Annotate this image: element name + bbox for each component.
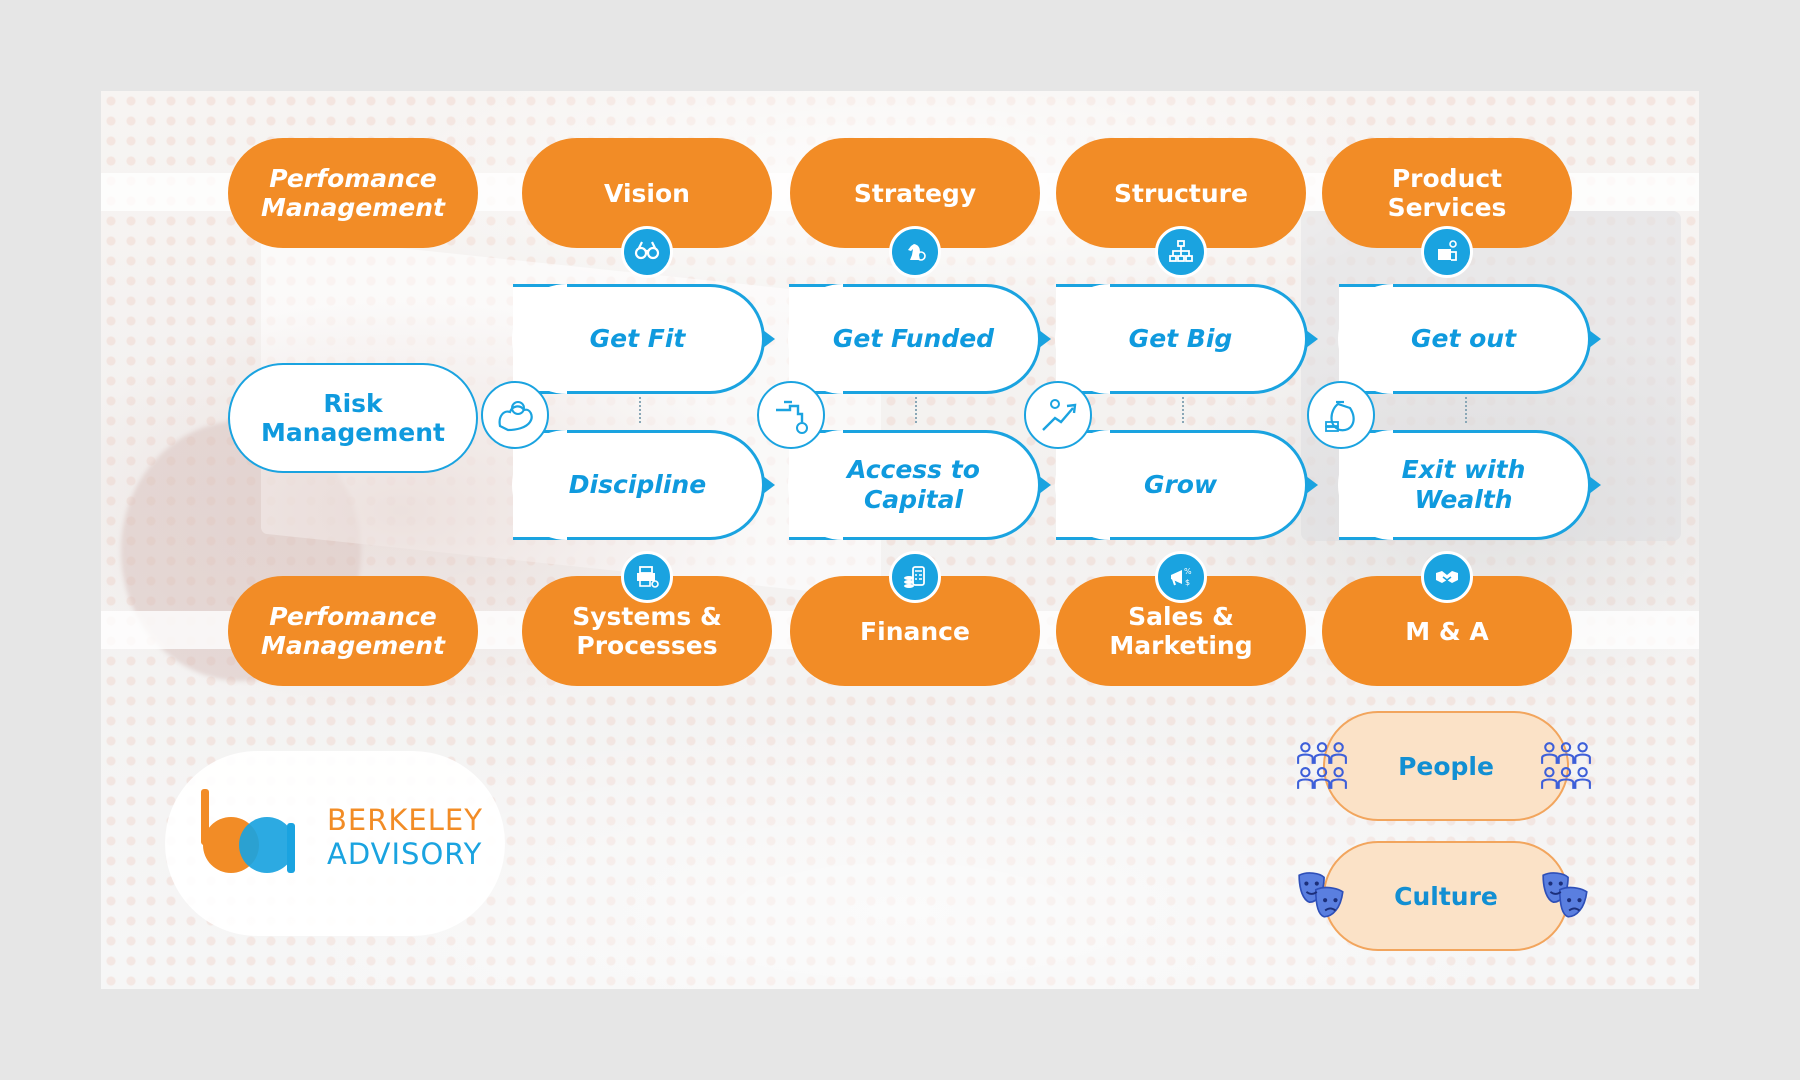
logo-line-1: BERKELEY xyxy=(327,803,483,837)
printer-gear-icon xyxy=(637,566,659,588)
dotted-connector-2 xyxy=(915,397,917,423)
ribbon-top-label: Get Big xyxy=(1128,324,1233,353)
ribbon-top-label: Get Funded xyxy=(832,324,995,353)
ribbon-bottom-label: Discipline xyxy=(568,470,707,499)
dotted-connector-1 xyxy=(639,397,641,423)
arrow-bottom-3 xyxy=(1306,476,1318,494)
svg-text:$: $ xyxy=(1185,578,1190,587)
ribbon-bottom-3[interactable]: Grow xyxy=(1055,430,1308,540)
ribbon-top-label: Get out xyxy=(1410,324,1517,353)
money-tap-icon xyxy=(776,400,808,434)
logo-line-2: ADVISORY xyxy=(327,837,483,871)
ribbon-top-2[interactable]: Get Funded xyxy=(788,284,1041,394)
ribbon-top-label: Get Fit xyxy=(589,324,686,353)
handshake-badge xyxy=(1421,551,1473,603)
culture-pill[interactable]: Culture xyxy=(1323,841,1569,951)
binoculars-badge xyxy=(621,226,673,278)
growth-runner-circle xyxy=(1024,381,1092,449)
product-box-icon xyxy=(1438,240,1457,261)
culture-icon-left xyxy=(1295,869,1349,927)
arrow-top-2 xyxy=(1039,330,1051,348)
muscle-arm-circle xyxy=(481,381,549,449)
top-pill-structure[interactable]: Structure xyxy=(1056,138,1306,248)
growth-runner-icon xyxy=(1042,399,1077,431)
ribbon-top-1[interactable]: Get Fit xyxy=(512,284,765,394)
product-box-badge xyxy=(1421,226,1473,278)
dotted-connector-3 xyxy=(1182,397,1184,423)
arrow-bottom-2 xyxy=(1039,476,1051,494)
coins-calculator-icon xyxy=(904,566,925,588)
chess-knight-target-icon xyxy=(908,244,926,261)
arrow-bottom-1 xyxy=(763,476,775,494)
arrow-top-3 xyxy=(1306,330,1318,348)
berkeley-advisory-logo-icon xyxy=(201,789,295,873)
printer-gear-badge xyxy=(621,551,673,603)
people-icon-right xyxy=(1539,739,1593,797)
arrow-top-4 xyxy=(1589,330,1601,348)
people-group-icon xyxy=(1541,742,1591,789)
money-bag-circle xyxy=(1307,381,1375,449)
muscle-arm-icon xyxy=(498,401,533,432)
ribbon-bottom-label: Grow xyxy=(1143,470,1218,499)
ribbon-bottom-1[interactable]: Discipline xyxy=(512,430,765,540)
people-pill[interactable]: People xyxy=(1323,711,1569,821)
svg-text:%: % xyxy=(1184,567,1192,576)
dotted-connector-4 xyxy=(1465,397,1467,423)
money-bag-icon xyxy=(1325,400,1355,432)
culture-icon-right xyxy=(1539,869,1593,927)
arrow-top-1 xyxy=(763,330,775,348)
org-chart-badge xyxy=(1155,226,1207,278)
ribbon-top-4[interactable]: Get out xyxy=(1338,284,1591,394)
arrow-bottom-4 xyxy=(1589,476,1601,494)
org-chart-icon xyxy=(1169,240,1193,262)
people-group-icon xyxy=(1297,742,1347,789)
chess-knight-target-badge xyxy=(889,226,941,278)
money-tap-circle xyxy=(757,381,825,449)
people-icon-left xyxy=(1295,739,1349,797)
coins-calculator-badge xyxy=(889,551,941,603)
theater-masks-icon xyxy=(1298,872,1344,918)
binoculars-icon xyxy=(634,241,660,260)
theater-masks-icon xyxy=(1542,872,1588,918)
handshake-icon xyxy=(1436,571,1458,583)
ribbon-top-3[interactable]: Get Big xyxy=(1055,284,1308,394)
megaphone-percent-badge: %$ xyxy=(1155,551,1207,603)
megaphone-percent-icon: %$ xyxy=(1171,567,1192,587)
logo: BERKELEY ADVISORY xyxy=(165,751,505,936)
